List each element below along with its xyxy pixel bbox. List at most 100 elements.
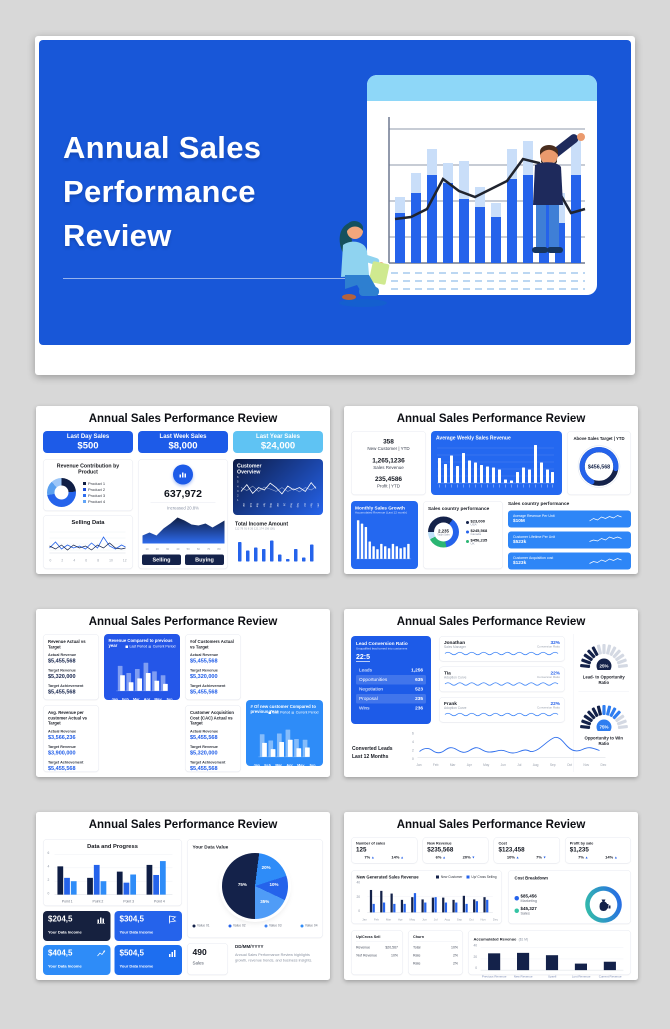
legend-dot <box>300 924 304 928</box>
tile-label: Your Data Income <box>48 930 82 935</box>
legend-dot <box>514 908 519 913</box>
stat-value: $5,455,568 <box>190 689 218 696</box>
stat-label: Actual Revenue <box>190 652 219 658</box>
trend-arrow-icon: ▲ <box>371 856 375 860</box>
card-title: Cost Breakdown <box>514 875 549 881</box>
legend-value: $23,000 <box>470 518 485 524</box>
slide-heading: Annual Sales Performance Review <box>396 411 586 425</box>
slide-sales-kpi-breakdown[interactable]: Annual Sales Performance Review Number o… <box>344 812 638 980</box>
legend-swatch <box>83 494 86 497</box>
income-note: Increased 20.8% <box>167 505 199 511</box>
ratio-value: 22:5 <box>356 652 371 662</box>
stat-value: 235,4586 <box>374 475 403 483</box>
tile-value: $404,5 <box>48 949 73 958</box>
rep-pct: 22% <box>550 670 560 677</box>
stat-panel-revenue: Revenue Actual vs Target Actual Revenue$… <box>43 634 99 700</box>
line-chart-icon <box>97 950 106 957</box>
legend-swatch <box>83 500 86 503</box>
legend-value: $85,456 <box>520 893 537 899</box>
card-subtitle: Accumulated Revenue (Last 12 month) <box>355 511 408 515</box>
svg-text:75%: 75% <box>599 725 608 730</box>
buying-button: Buying <box>185 554 224 565</box>
metric-row-customer-lifetime: Customer Lifetime Per Unit$523k <box>508 531 631 549</box>
rep-role: Sales Manager <box>444 645 466 650</box>
metric-value: $523k <box>513 539 527 545</box>
cover-title-line: Annual Sales <box>63 130 262 165</box>
selling-line-chart <box>49 531 126 554</box>
rep-pct-label: Conversion Ratio <box>536 676 560 679</box>
stat-label: Target Achievement <box>190 683 226 689</box>
kpi-last-year-sales: Last Year Sales $24,000 <box>233 431 323 453</box>
monthly-growth-card: Monthly Sales Growth Accumulated Revenue… <box>351 501 418 569</box>
slide-sales-overview-dashboard[interactable]: Annual Sales Performance Review Last Day… <box>36 406 330 574</box>
stat-label: Target Revenue <box>190 668 218 673</box>
sparkline <box>589 558 622 564</box>
card-title: Customer Overview <box>237 463 262 476</box>
gauge-opportunity-win: 75% Opportunity to Win Ratio <box>577 698 632 747</box>
kpi-profit-by-sale: Profit by sale$1,235 7%▲14%▲ <box>564 837 631 864</box>
stat-label: Actual Revenue <box>48 728 77 734</box>
legend-swatch <box>83 488 86 491</box>
money-bag-icon <box>599 899 611 911</box>
slide-thumb-wrap: Annual Sales Performance Review Revenue … <box>36 609 330 777</box>
panel-title: Avg. Revenue per customer Actual vs Targ… <box>48 710 88 726</box>
legend-dot <box>228 924 232 928</box>
slide-data-and-progress[interactable]: Annual Sales Performance Review Data and… <box>36 812 330 980</box>
trend-arrow-icon: ▲ <box>442 856 446 860</box>
slide-revenue-vs-target[interactable]: Annual Sales Performance Review Revenue … <box>36 609 330 777</box>
kpi-last-week-sales: Last Week Sales $8,000 <box>138 431 228 453</box>
stat-label: Profit | YTD <box>376 483 401 489</box>
chart-panel-new-customers: # Of new customer Compared to previous Y… <box>246 700 323 768</box>
stat-value: $5,455,568 <box>48 689 76 696</box>
legend-label: Value 02 <box>232 924 246 928</box>
legend-label: Value 01 <box>197 924 210 928</box>
card-title: Monthly Sales Growth <box>355 505 405 512</box>
stat-label: Target Revenue <box>48 668 76 673</box>
cost-donut-chart <box>585 886 622 923</box>
sparkline <box>589 536 622 542</box>
legend-label: Up/ Cross Selling <box>471 875 497 879</box>
stat-value: $5,320,000 <box>190 749 218 756</box>
stat-label: New Customer | YTD <box>367 446 410 451</box>
slide-lead-conversion[interactable]: Annual Sales Performance Review Lead Con… <box>344 609 638 777</box>
stat-panel-customers: #of Customers Actual vs Target Actual Re… <box>185 634 241 700</box>
chart-panel-revenue-yoy: Revenue Compared to previous year Last P… <box>104 634 180 702</box>
block-title: Total Income Amount <box>235 521 289 527</box>
footer-description: Annual Sales Performance Review highligh… <box>235 952 313 963</box>
selling-button: Selling <box>142 554 181 565</box>
upcross-sell-table: Up/Cross Sell Revenue$20,567 %of Revenue… <box>351 930 403 975</box>
converted-leads-line-chart <box>417 736 606 758</box>
stat-value: $5,455,568 <box>48 658 76 665</box>
rep-name: Frank <box>444 701 457 707</box>
rep-pct-label: Conversion Ratio <box>536 645 560 649</box>
slide-thumb-wrap: Annual Sales Performance Review Last Day… <box>36 406 330 574</box>
card-title: Revenue Contribution by Product <box>56 463 120 475</box>
pie-label: 35% <box>260 899 270 905</box>
cover-slide[interactable]: Annual Sales Performance Review <box>35 36 635 375</box>
product-donut-chart <box>47 478 76 507</box>
card-title: Sales country performance <box>428 506 490 512</box>
pie-label: 75% <box>237 882 247 888</box>
legend-value: $245,568 <box>470 528 488 533</box>
legend-label: Product 1 <box>88 481 106 486</box>
metric-label: Customer Acquisition cost <box>513 556 554 561</box>
kpi-value: $8,000 <box>168 440 198 452</box>
card-title: Average Weekly Sales Revenue <box>436 435 511 442</box>
kpi-value: $500 <box>77 440 99 452</box>
country-rows-block: Sales country performance Average Revenu… <box>508 501 631 570</box>
block-title: Converted Leads Last 12 Months <box>352 746 393 760</box>
legend-swatch <box>268 711 272 714</box>
